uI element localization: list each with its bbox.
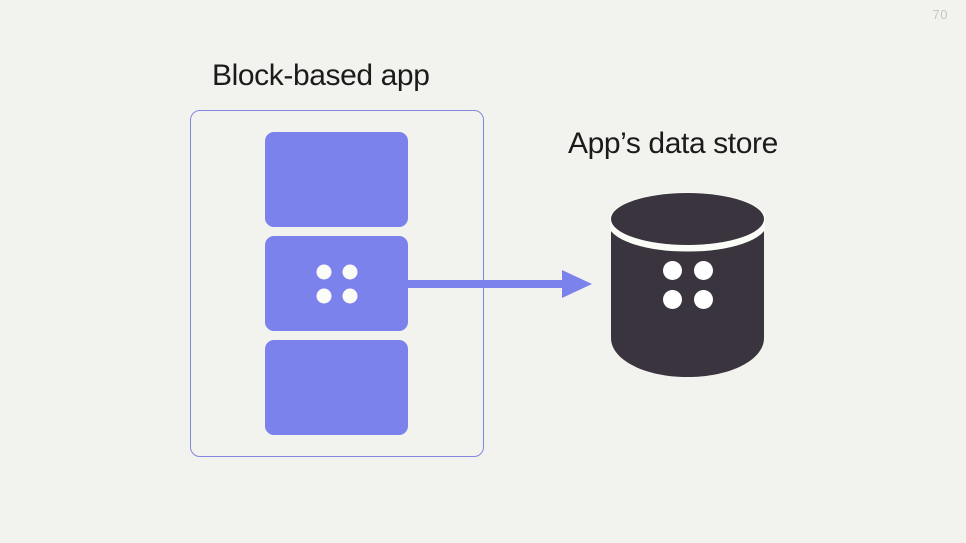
data-dot: [342, 264, 357, 279]
block-based-app-title: Block-based app: [212, 59, 430, 92]
data-dot: [662, 261, 682, 280]
flow-arrow-icon: [406, 270, 592, 298]
data-dot: [342, 288, 357, 303]
app-block-middle: [265, 236, 408, 331]
block-data-dots: [316, 264, 357, 303]
data-dot: [693, 290, 713, 309]
app-block-top: [265, 132, 408, 227]
data-dot: [316, 264, 331, 279]
data-store-dots: [662, 261, 713, 309]
page-number: 70: [932, 7, 948, 22]
data-store-cylinder: [607, 192, 768, 378]
database-cylinder-icon: [607, 192, 768, 377]
data-dot: [693, 261, 713, 280]
app-block-bottom: [265, 340, 408, 435]
data-dot: [662, 290, 682, 309]
data-dot: [316, 288, 331, 303]
data-store-title: App’s data store: [568, 127, 778, 160]
